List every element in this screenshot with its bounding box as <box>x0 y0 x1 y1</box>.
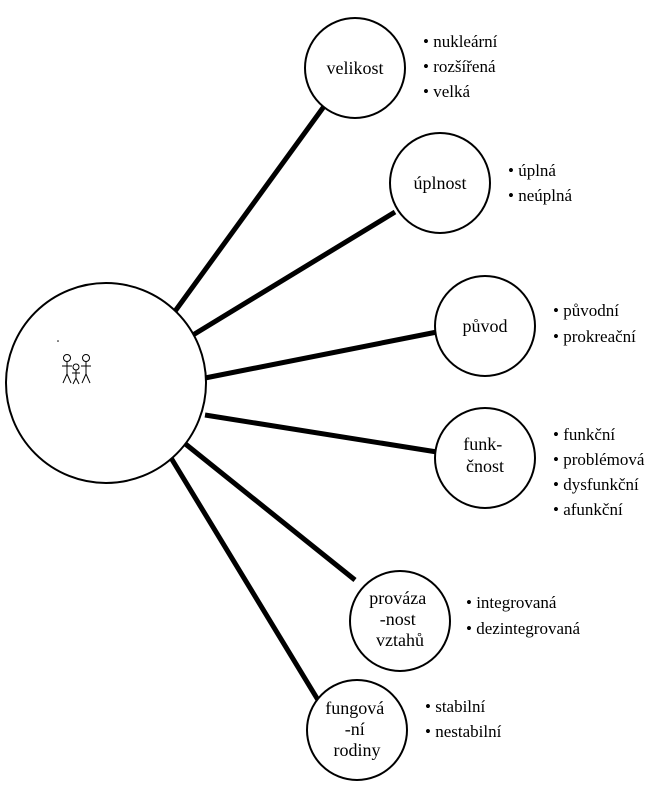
connector-provazanost <box>176 436 357 582</box>
label-fungovani: fungová -ní rodiny <box>325 698 388 760</box>
connector-funkcnost <box>204 412 438 455</box>
connector-velikost <box>162 103 328 327</box>
list-item: • dysfunkční <box>553 475 639 494</box>
circle-uplnost <box>389 132 491 234</box>
list-uplnost: • úplná • neúplná <box>508 161 572 205</box>
family-stick-figures-icon <box>62 354 91 385</box>
connector-uplnost <box>186 209 397 341</box>
list-fungovani: • stabilní • nestabilní <box>425 697 502 741</box>
label-line: vztahů <box>376 630 424 650</box>
circle-provazanost <box>349 570 451 672</box>
connector-puvod <box>204 329 438 381</box>
list-provazanost: • integrovaná • dezintegrovaná <box>466 593 580 638</box>
label-line: prováza <box>369 588 426 608</box>
list-item: • afunkční <box>553 500 623 519</box>
list-item: • původní <box>553 301 619 320</box>
category-circles <box>304 17 536 781</box>
label-line: rodiny <box>334 740 381 760</box>
list-item: • dezintegrovaná <box>466 619 580 638</box>
list-item: • úplná <box>508 161 556 180</box>
list-item: • nestabilní <box>425 722 502 741</box>
circle-funkcnost <box>434 407 536 509</box>
label-line: funk- <box>463 434 502 454</box>
bullet-lists: • nukleární • rozšířená • velká • úplná … <box>423 32 649 741</box>
list-funkcnost: • funkční • problémová • dysfunkční • af… <box>553 425 649 519</box>
connectors <box>162 103 438 702</box>
list-puvod: • původní • prokreační <box>553 301 636 346</box>
list-item: • rozšířená <box>423 57 496 76</box>
label-velikost: velikost <box>327 58 384 78</box>
list-item: • stabilní <box>425 697 486 716</box>
label-line: úplnost <box>413 173 466 193</box>
list-item: • prokreační <box>553 327 636 346</box>
label-puvod: původ <box>463 316 508 336</box>
circle-labels: velikost úplnost původ funk- čnost prová… <box>325 58 507 760</box>
circle-puvod <box>434 275 536 377</box>
label-funkcnost: funk- čnost <box>463 434 507 476</box>
list-item: • problémová <box>553 450 645 469</box>
list-item: • funkční <box>553 425 615 444</box>
label-provazanost: prováza -nost vztahů <box>369 588 430 650</box>
connector-fungovani <box>162 446 321 702</box>
label-line: velikost <box>327 58 384 78</box>
label-line: -nost <box>380 609 416 629</box>
list-item: • integrovaná <box>466 593 557 612</box>
list-velikost: • nukleární • rozšířená • velká <box>423 32 502 101</box>
circle-velikost <box>304 17 406 119</box>
list-item: • velká <box>423 82 470 101</box>
label-line: fungová <box>325 698 384 718</box>
list-item: • nukleární <box>423 32 498 51</box>
label-line: čnost <box>466 456 504 476</box>
center-circle <box>5 282 207 484</box>
center-dot <box>57 340 59 342</box>
label-uplnost: úplnost <box>413 173 466 193</box>
label-line: původ <box>463 316 508 336</box>
circle-fungovani <box>306 679 408 781</box>
list-item: • neúplná <box>508 186 572 205</box>
label-line: -ní <box>345 719 365 739</box>
